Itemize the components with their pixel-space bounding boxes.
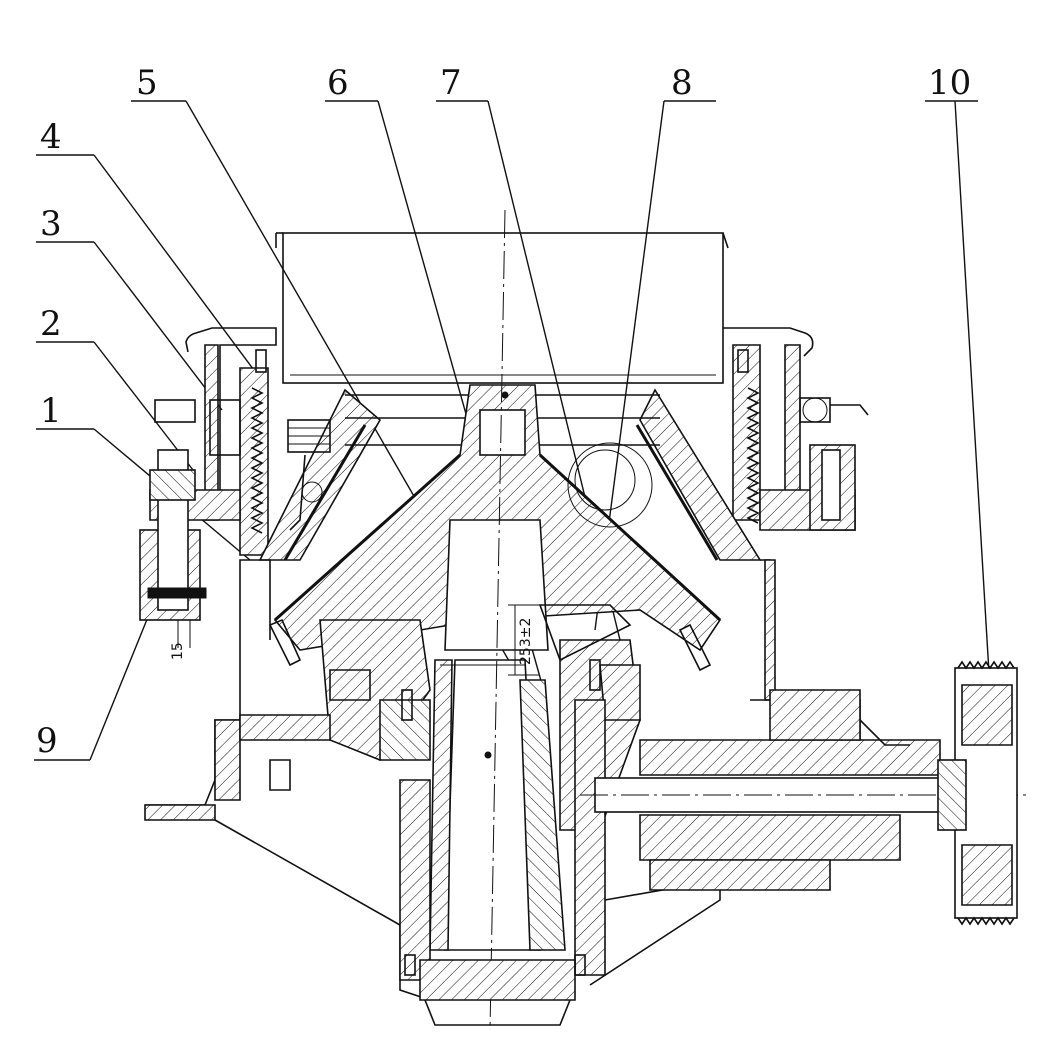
adjusting-ring-left <box>149 327 277 556</box>
eccentric-height-label: 253±2 <box>518 618 534 665</box>
callout-1-label: 1 <box>40 391 62 431</box>
callout-8-label: 8 <box>671 63 693 103</box>
callout-3-label: 3 <box>40 204 62 244</box>
lower-left-details <box>268 618 712 761</box>
clamping-cylinder-left: 15 <box>139 399 241 660</box>
callout-5-label: 5 <box>136 63 158 103</box>
callout-10-label: 10 <box>928 63 971 103</box>
release-spring-left <box>287 419 331 531</box>
crusher-assembly: 15 2 <box>139 209 1030 1031</box>
callout-6-label: 6 <box>327 63 349 103</box>
callout-2-label: 2 <box>40 304 62 344</box>
mantle-cone <box>273 384 722 652</box>
eccentric-dimension: 253±2 <box>508 604 540 676</box>
concave-bowl <box>258 388 762 561</box>
bolts <box>255 349 749 976</box>
callout-labels: 5 6 7 8 10 4 3 2 1 9 <box>36 63 971 761</box>
callout-7-label: 7 <box>440 63 462 103</box>
main-frame <box>144 559 800 1026</box>
adjusting-ring-right <box>723 327 856 531</box>
clamping-cylinder-right <box>799 397 869 531</box>
callout-9-label: 9 <box>36 721 58 761</box>
gap-dimension-label: 15 <box>170 642 186 660</box>
callout-4-label: 4 <box>40 117 62 157</box>
drive-pulley <box>937 660 1018 926</box>
feed-hopper <box>275 232 729 384</box>
main-shaft <box>429 209 566 1031</box>
